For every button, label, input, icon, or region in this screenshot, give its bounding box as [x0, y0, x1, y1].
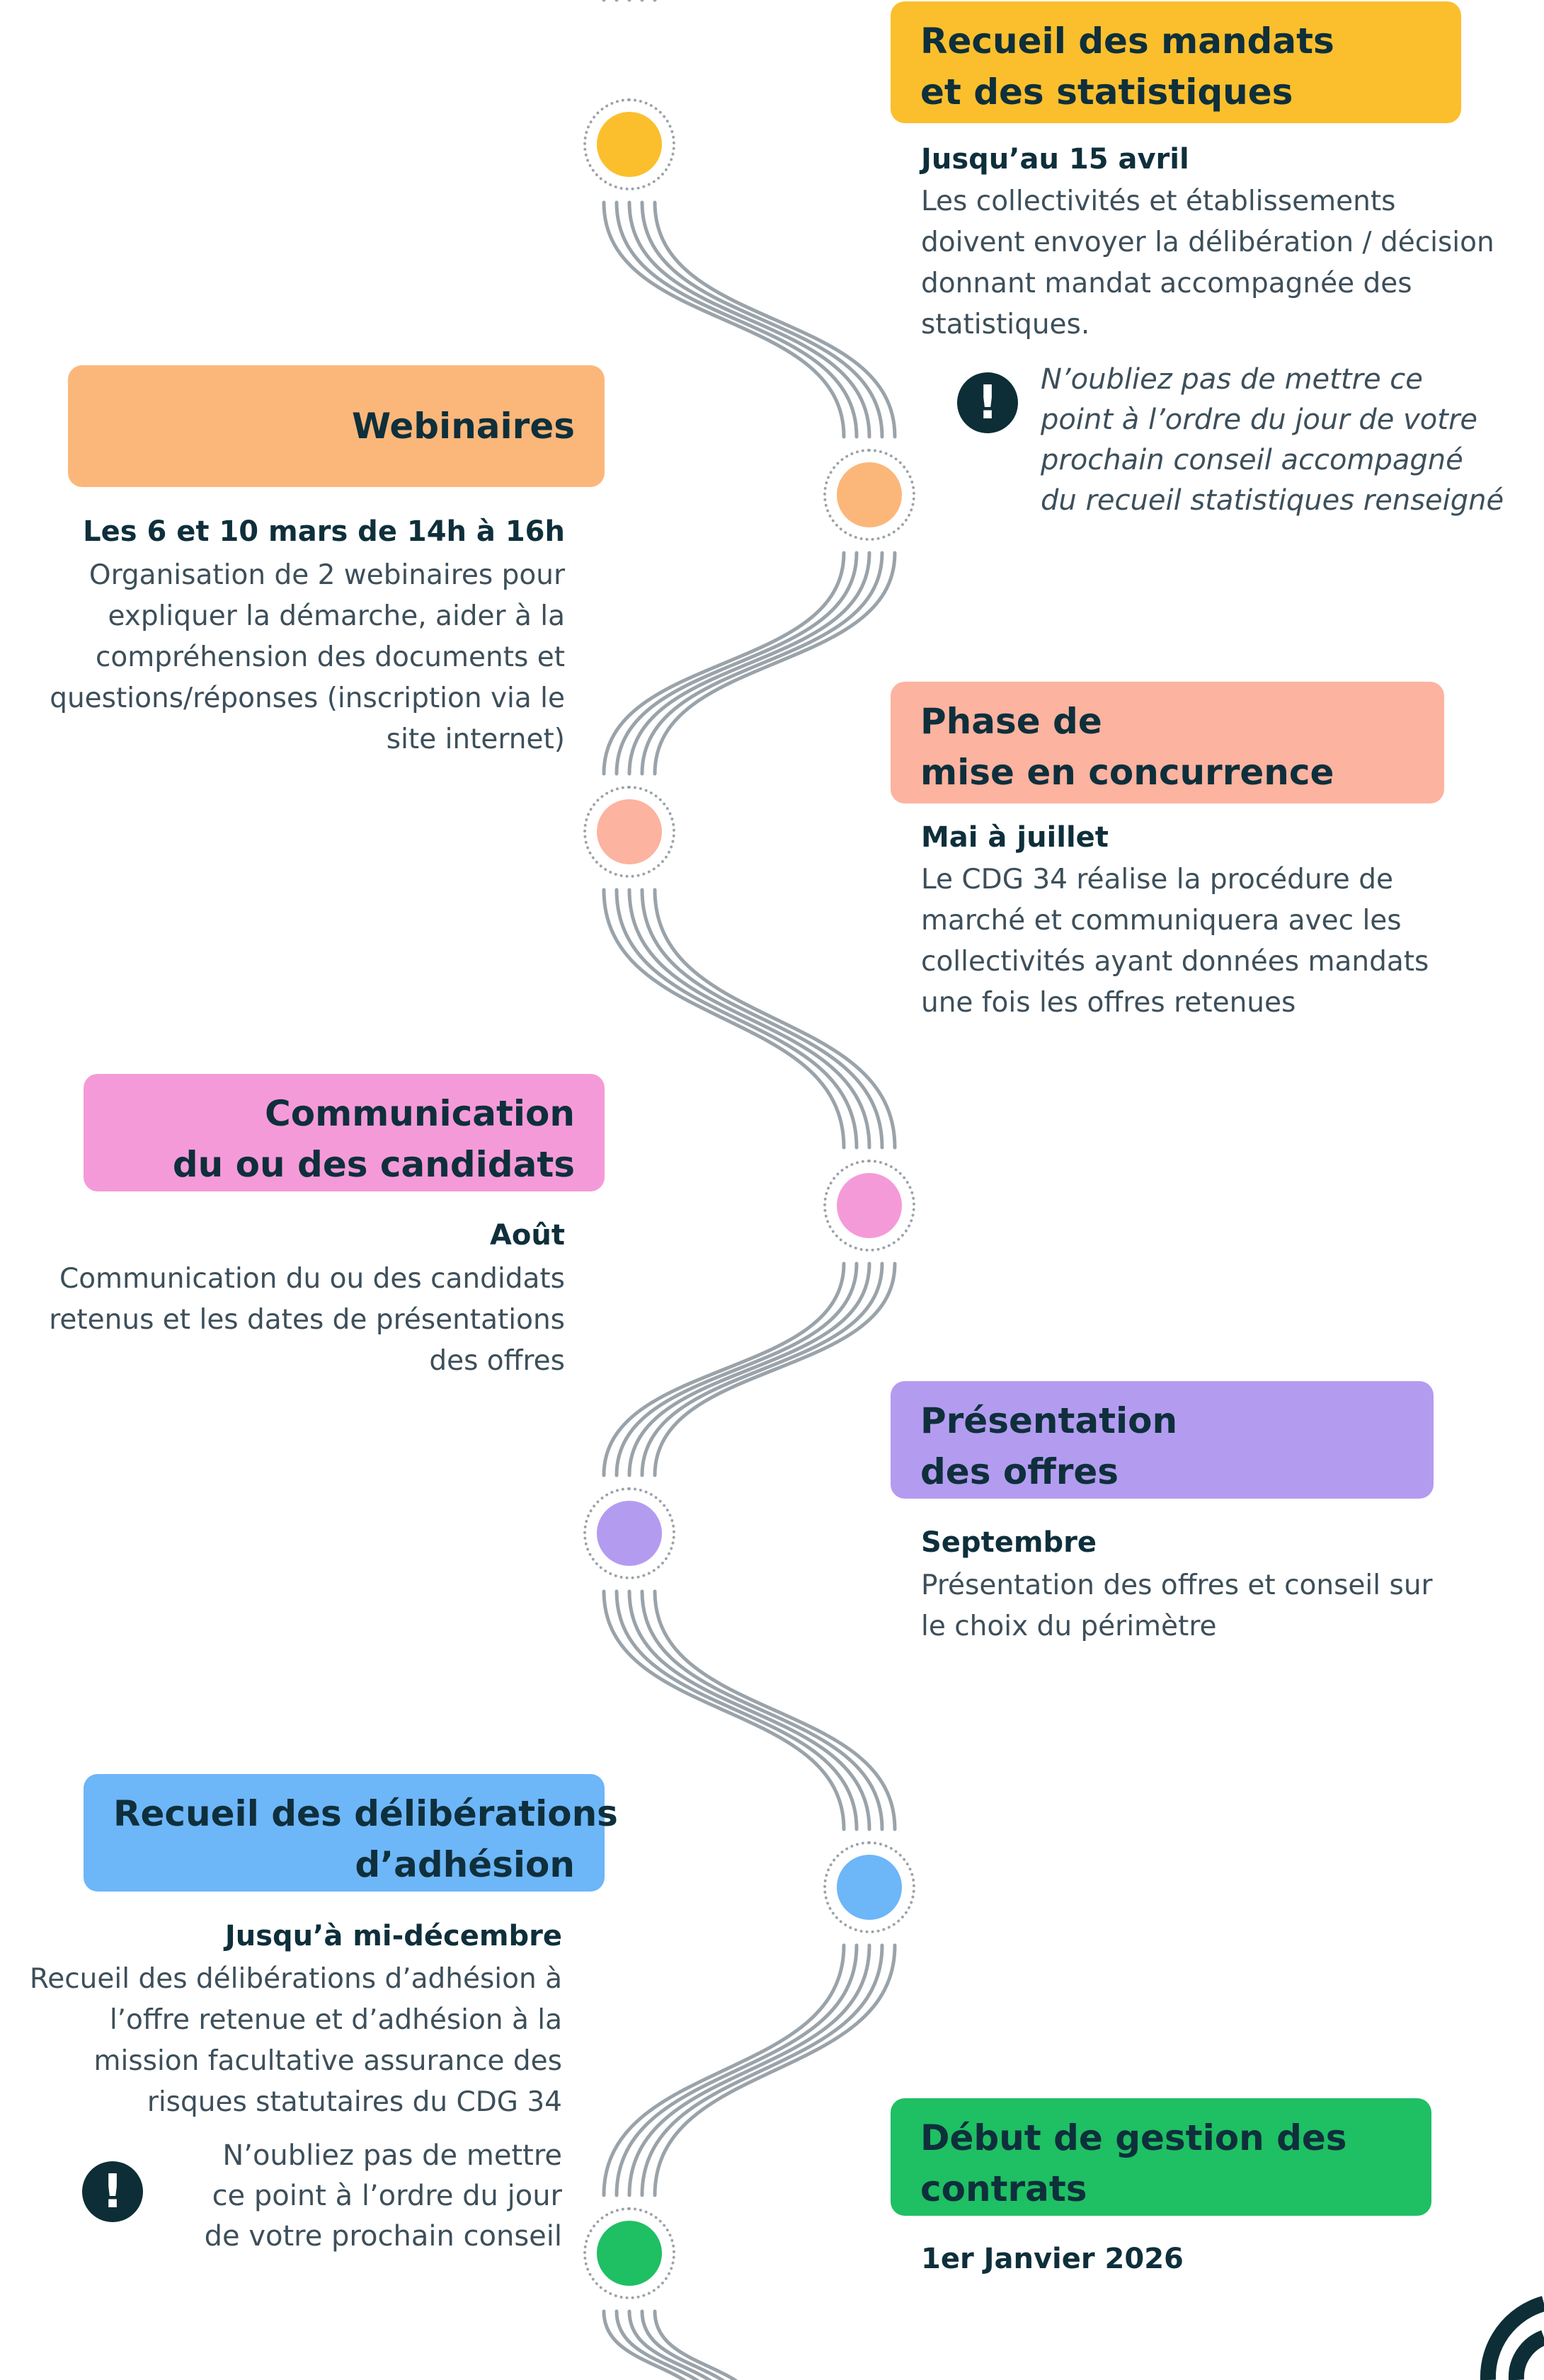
step-6-note-line-1: N’oubliez pas de mettre [222, 2139, 562, 2172]
exclamation-icon: ! [82, 2161, 143, 2222]
step-2-date: Les 6 et 10 mars de 14h à 16h [83, 515, 565, 548]
step-5-description: Présentation des offres et conseil sur l… [921, 1565, 1433, 1647]
step-5-desc-line-1: Présentation des offres et conseil sur [921, 1569, 1433, 1601]
step-6-date: Jusqu’à mi-décembre [224, 1920, 562, 1952]
step-3-title-line-1: Phase de [920, 701, 1102, 742]
step-1-note-line-1: N’oubliez pas de mettre ce [1041, 363, 1423, 396]
step-7-title-card: Début de gestion des contrats [891, 2098, 1431, 2216]
step-3-desc-line-2: marché et communiquera avec les [921, 905, 1402, 937]
step-4-desc-line-3: des offres [429, 1345, 565, 1377]
step-7-title-line-2: contrats [920, 2168, 1087, 2209]
step-1-description: Les collectivités et établissements doiv… [921, 181, 1494, 345]
milestone-node-2 [823, 449, 915, 541]
step-6-title-line-1: Recueil des délibérations [113, 1793, 618, 1834]
milestone-node-3 [583, 786, 675, 878]
step-6-desc-line-1: Recueil des délibérations d’adhésion à [29, 1963, 562, 1995]
step-6-desc-line-4: risques statutaires du CDG 34 [147, 2086, 562, 2118]
step-7-date: 1er Janvier 2026 [921, 2243, 1184, 2275]
step-4-description: Communication du ou des candidats retenu… [49, 1259, 565, 1382]
step-1-title-line-1: Recueil des mandats [920, 21, 1334, 62]
step-4-title-line-1: Communication [265, 1093, 575, 1134]
milestone-node-4 [823, 1160, 915, 1252]
step-3-desc-line-4: une fois les offres retenues [921, 987, 1296, 1019]
step-6-desc-line-3: mission facultative assurance des [93, 2045, 563, 2077]
step-5-date: Septembre [921, 1526, 1097, 1559]
step-7-title-line-1: Début de gestion des [920, 2117, 1347, 2158]
step-1-desc-line-2: doivent envoyer la délibération / décisi… [921, 227, 1494, 258]
step-3-date: Mai à juillet [921, 821, 1109, 854]
step-6-desc-line-2: l’offre retenue et d’adhésion à la [109, 2004, 562, 2036]
step-3-title-line-2: mise en concurrence [920, 752, 1334, 793]
step-1-note-line-4: du recueil statistiques renseigné [1041, 484, 1504, 517]
step-6-note-line-2: ce point à l’ordre du jour [212, 2180, 562, 2212]
step-2-title-line-1: Webinaires [351, 406, 575, 447]
step-1-date: Jusqu’au 15 avril [921, 143, 1189, 176]
step-4-date: Août [489, 1219, 565, 1252]
step-6-reminder-note: N’oubliez pas de mettre ce point à l’ord… [205, 2136, 562, 2257]
step-2-desc-line-2: expliquer la démarche, aider à la [108, 600, 565, 632]
step-6-title-line-2: d’adhésion [355, 1844, 575, 1885]
cdg-logo-icon [1480, 2296, 1544, 2380]
step-5-title-card: Présentation des offres [891, 1381, 1434, 1499]
step-1-note-line-3: prochain conseil accompagné [1041, 444, 1463, 476]
step-4-title-line-2: du ou des candidats [172, 1144, 575, 1185]
exclamation-icon: ! [957, 372, 1018, 433]
step-1-desc-line-4: statistiques. [921, 309, 1090, 341]
step-6-title-card: Recueil des délibérations d’adhésion [84, 1774, 618, 1892]
step-1-title-line-2: et des statistiques [920, 71, 1293, 113]
step-1-note-line-2: point à l’ordre du jour de votre [1041, 404, 1478, 436]
step-6-note-line-3: de votre prochain conseil [204, 2220, 562, 2253]
step-5-title-line-1: Présentation [920, 1400, 1178, 1441]
step-3-title-card: Phase de mise en concurrence [891, 682, 1444, 803]
milestone-node-5 [583, 1487, 675, 1579]
step-1-title-card: Recueil des mandats et des statistiques [891, 1, 1461, 123]
step-3-desc-line-1: Le CDG 34 réalise la procédure de [921, 864, 1393, 896]
step-2-desc-line-5: site internet) [386, 723, 565, 755]
step-3-desc-line-3: collectivités ayant données mandats [921, 946, 1429, 978]
step-4-desc-line-1: Communication du ou des candidats [59, 1263, 565, 1295]
step-1-reminder-note: N’oubliez pas de mettre ce point à l’ord… [1041, 360, 1504, 521]
step-2-desc-line-4: questions/réponses (inscription via le [50, 682, 565, 714]
step-2-description: Organisation de 2 webinaires pour expliq… [50, 555, 565, 760]
step-4-desc-line-2: retenus et les dates de présentations [49, 1304, 565, 1336]
step-2-title-card: Webinaires [68, 365, 605, 487]
step-6-description: Recueil des délibérations d’adhésion à l… [30, 1959, 562, 2123]
milestone-node-6 [823, 1841, 915, 1933]
milestone-node-1 [583, 98, 675, 190]
step-5-title-line-2: des offres [920, 1451, 1119, 1492]
step-3-description: Le CDG 34 réalise la procédure de marché… [921, 859, 1429, 1024]
step-4-title-card: Communication du ou des candidats [84, 1074, 605, 1191]
milestone-node-7 [583, 2207, 675, 2299]
step-2-desc-line-1: Organisation de 2 webinaires pour [88, 559, 565, 591]
step-1-desc-line-1: Les collectivités et établissements [921, 185, 1396, 217]
step-5-desc-line-2: le choix du périmètre [921, 1610, 1217, 1642]
step-1-desc-line-3: donnant mandat accompagnée des [921, 268, 1412, 299]
step-2-desc-line-3: compréhension des documents et [95, 641, 565, 673]
